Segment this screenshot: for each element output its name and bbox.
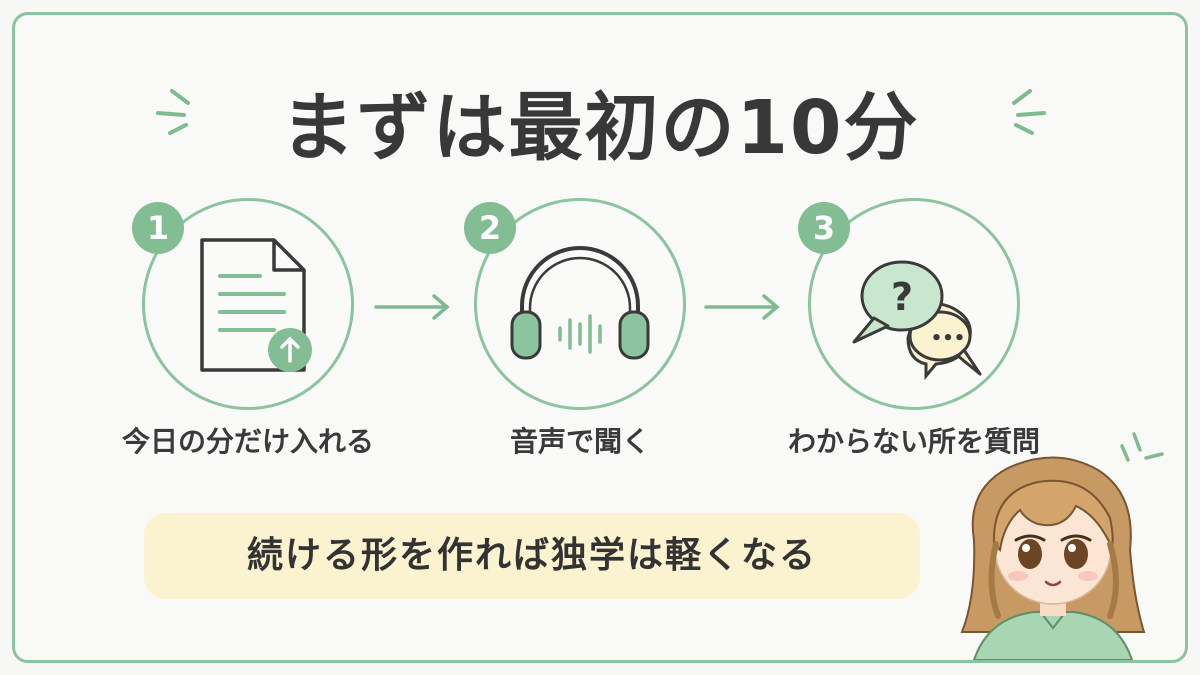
step-label: わからない所を質問: [787, 425, 1040, 458]
message-banner: 続ける形を作れば独学は軽くなる: [144, 513, 920, 599]
girl-character-icon: [960, 432, 1164, 660]
step-label: 音声で聞く: [509, 425, 650, 458]
arrow-right-icon: [374, 294, 450, 320]
step-number-badge: 2: [464, 202, 516, 254]
page-title: まずは最初の10分: [280, 85, 920, 171]
arrow-right-icon: [704, 294, 780, 320]
step-label: 今日の分だけ入れる: [121, 425, 374, 458]
step-3: ? ••• 3 わからない所を質問: [764, 198, 1064, 458]
document-upload-icon: [200, 238, 312, 372]
step-number-badge: 1: [132, 202, 184, 254]
sparkle-right-icon: [1012, 89, 1046, 135]
chat-bubbles-icon: ? •••: [852, 260, 982, 381]
step-1: 1 今日の分だけ入れる: [98, 198, 398, 458]
step-2: 2 音声で聞く: [430, 198, 730, 458]
question-mark-glyph: ?: [891, 275, 913, 319]
step-number-badge: 3: [798, 202, 850, 254]
ellipsis-glyph: •••: [931, 328, 966, 349]
headphones-icon: [510, 246, 650, 360]
sparkle-left-icon: [156, 89, 190, 135]
